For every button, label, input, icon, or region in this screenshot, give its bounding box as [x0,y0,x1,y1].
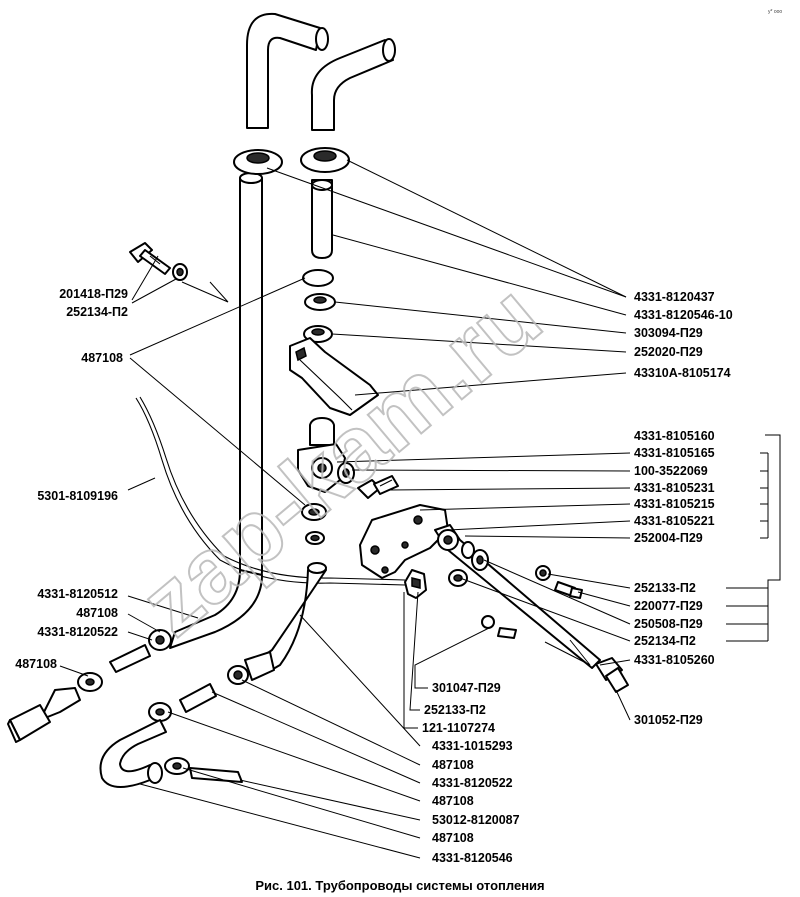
arrow-lower-right [544,639,591,666]
hose-clamp-upper [302,269,334,287]
callout-252134-p2-left: 252134-П2 [66,305,128,319]
heater-valve [297,417,355,493]
bolt-lower-right [595,657,629,693]
valve-lever-arm [434,524,601,669]
valve-lever-plate [359,504,449,579]
valve-bracket [289,337,379,416]
callout-4331-8120522-b: 4331-8120522 [432,776,513,790]
callout-487108-d: 487108 [432,794,474,808]
callout-487108-e: 487108 [432,831,474,845]
callout-4331-8120437: 4331-8120437 [634,290,715,304]
callout-301052-p29: 301052-П29 [634,713,703,727]
callout-252020-p29: 252020-П29 [634,345,703,359]
callout-220077-p29: 220077-П29 [634,599,703,613]
callout-250508-p29: 250508-П29 [634,617,703,631]
callout-252133-p2-bottom: 252133-П2 [424,703,486,717]
callout-201418-p29: 201418-П29 [59,287,128,301]
group-bracket-right [765,434,781,588]
callout-487108-a: 487108 [76,606,118,620]
lower-right-hose [227,562,327,685]
callout-4331-8120522-a: 4331-8120522 [37,625,118,639]
bottom-curved-hose [99,719,243,788]
callout-4331-8105165: 4331-8105165 [634,446,715,460]
callout-43310a-8105174: 43310А-8105174 [634,366,731,380]
callout-4331-8105221: 4331-8105221 [634,514,715,528]
callout-121-1107274: 121-1107274 [422,721,495,735]
right-upper-hose [310,38,396,259]
figure-caption: Рис. 101. Трубопроводы системы отопления [255,878,544,893]
callout-4331-8105260: 4331-8105260 [634,653,715,667]
valve-stem [357,475,399,499]
callout-252133-p2-right: 252133-П2 [634,581,696,595]
callout-4331-8105160: 4331-8105160 [634,429,715,443]
control-cable [135,396,406,586]
callout-487108-upper: 487108 [81,351,123,365]
grommet-left [233,149,283,175]
callout-487108-b: 487108 [15,657,57,671]
callout-4331-8120512: 4331-8120512 [37,587,118,601]
callout-53012-8120087: 53012-8120087 [432,813,520,827]
callout-303094-p29: 303094-П29 [634,326,703,340]
bolt-upper-left [129,242,188,281]
leader-lines [59,159,631,859]
callout-4331-8105215: 4331-8105215 [634,497,715,511]
left-vertical-hose [239,12,329,581]
callout-252004-p29: 252004-П29 [634,531,703,545]
callout-100-3522069: 100-3522069 [634,464,708,478]
connector-tube-left [77,644,151,692]
screw-right [554,581,583,599]
lower-left-hose [148,569,263,651]
corner-mark: y* ooo [768,9,782,15]
arrow-upper-left [181,281,229,303]
watermark: zap-kam.ru [122,265,560,655]
screw-lower-middle [481,615,517,639]
callout-487108-c: 487108 [432,758,474,772]
callout-5301-8109196: 5301-8109196 [37,489,118,503]
connector-tube-middle [148,683,217,722]
cable-clip [404,569,427,599]
hose-piece-left [7,687,81,743]
callout-4331-8120546: 4331-8120546 [432,851,513,865]
callout-4331-8105231: 4331-8105231 [634,481,715,495]
callout-4331-8120546-10: 4331-8120546-10 [634,308,733,322]
callout-labels: 201418-П29 252134-П2 487108 5301-8109196… [15,287,732,865]
group-bracket-ticks [726,452,769,642]
callout-301047-p29: 301047-П29 [432,681,501,695]
callout-4331-1015293: 4331-1015293 [432,739,513,753]
callout-252134-p2-right: 252134-П2 [634,634,696,648]
grommet-right [300,147,350,173]
parts-drawing [7,12,629,788]
